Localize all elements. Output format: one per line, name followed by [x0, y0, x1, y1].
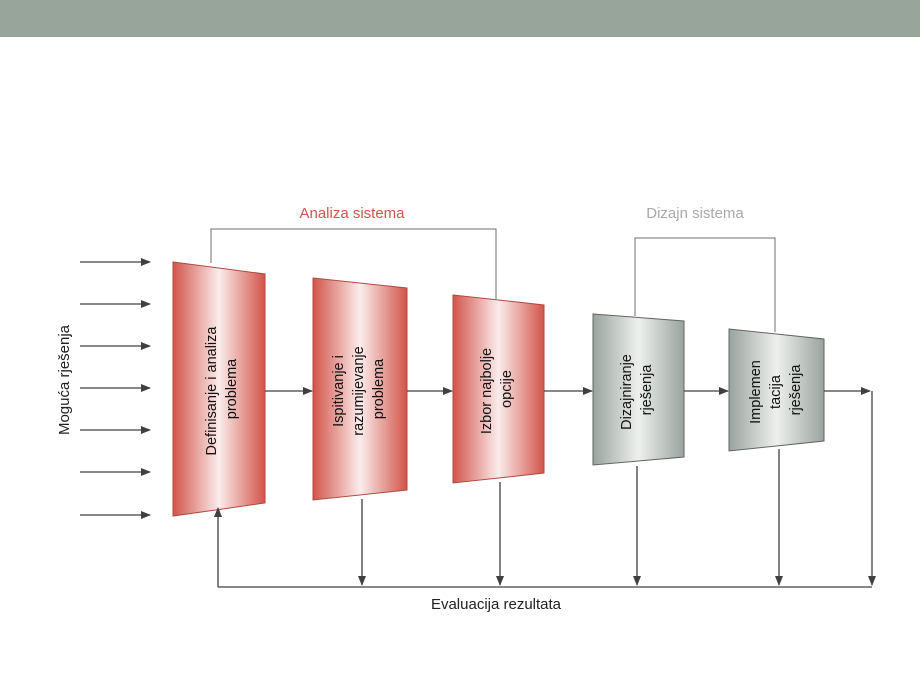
- analysis-group-label: Analiza sistema: [299, 205, 405, 222]
- feedback-lines: [214, 391, 876, 588]
- stage-box: Definisanje i analiza problema: [172, 261, 266, 517]
- stage-label-line: rješenja: [788, 364, 804, 416]
- feedback-label: Evaluacija rezultata: [431, 596, 562, 613]
- stage-label-line: problema: [371, 358, 387, 419]
- design-group-label: Dizajn sistema: [646, 205, 744, 222]
- title-bar-band: [0, 0, 920, 37]
- stage-box: Ispitivanje i razumijevanje problema: [312, 277, 408, 501]
- stage-label-line: opcije: [499, 370, 515, 408]
- input-label: Moguća rješenja: [56, 324, 73, 435]
- svg-text:Dizajniranje rješenja: Dizajniranje rješenja: [619, 350, 655, 430]
- stage-label-line: Dizajniranje: [619, 354, 635, 430]
- stage-label-line: Implemen: [748, 360, 764, 424]
- stage-label-line: Izbor najbolje: [479, 348, 495, 434]
- stage-label-line: Ispitivanje i: [331, 355, 347, 427]
- svg-text:Implemen tacija rj: Implemen tacija rješenja: [748, 356, 804, 424]
- stage-label-line: Definisanje i analiza: [204, 326, 220, 456]
- svg-text:Izbor najbolje opcije: Izbor najbolje opcije: [479, 344, 515, 434]
- svg-text:Definisanje i analiza pr: Definisanje i analiza problema: [204, 323, 240, 456]
- stage-box: Implemen tacija rješenja: [728, 328, 825, 452]
- stage-label-line: problema: [224, 358, 240, 419]
- stage-label-line: rješenja: [639, 364, 655, 416]
- input-arrows: [80, 258, 151, 519]
- svg-text:Ispitivanje i razumijeva: Ispitivanje i razumijevanje problema: [331, 342, 387, 436]
- stage-label-line: razumijevanje: [351, 346, 367, 435]
- stage-box: Dizajniranje rješenja: [592, 313, 685, 466]
- analysis-bracket: [210, 228, 497, 299]
- design-bracket: [634, 237, 776, 332]
- stage-label-line: tacija: [768, 374, 784, 409]
- stage-box: Izbor najbolje opcije: [452, 294, 545, 484]
